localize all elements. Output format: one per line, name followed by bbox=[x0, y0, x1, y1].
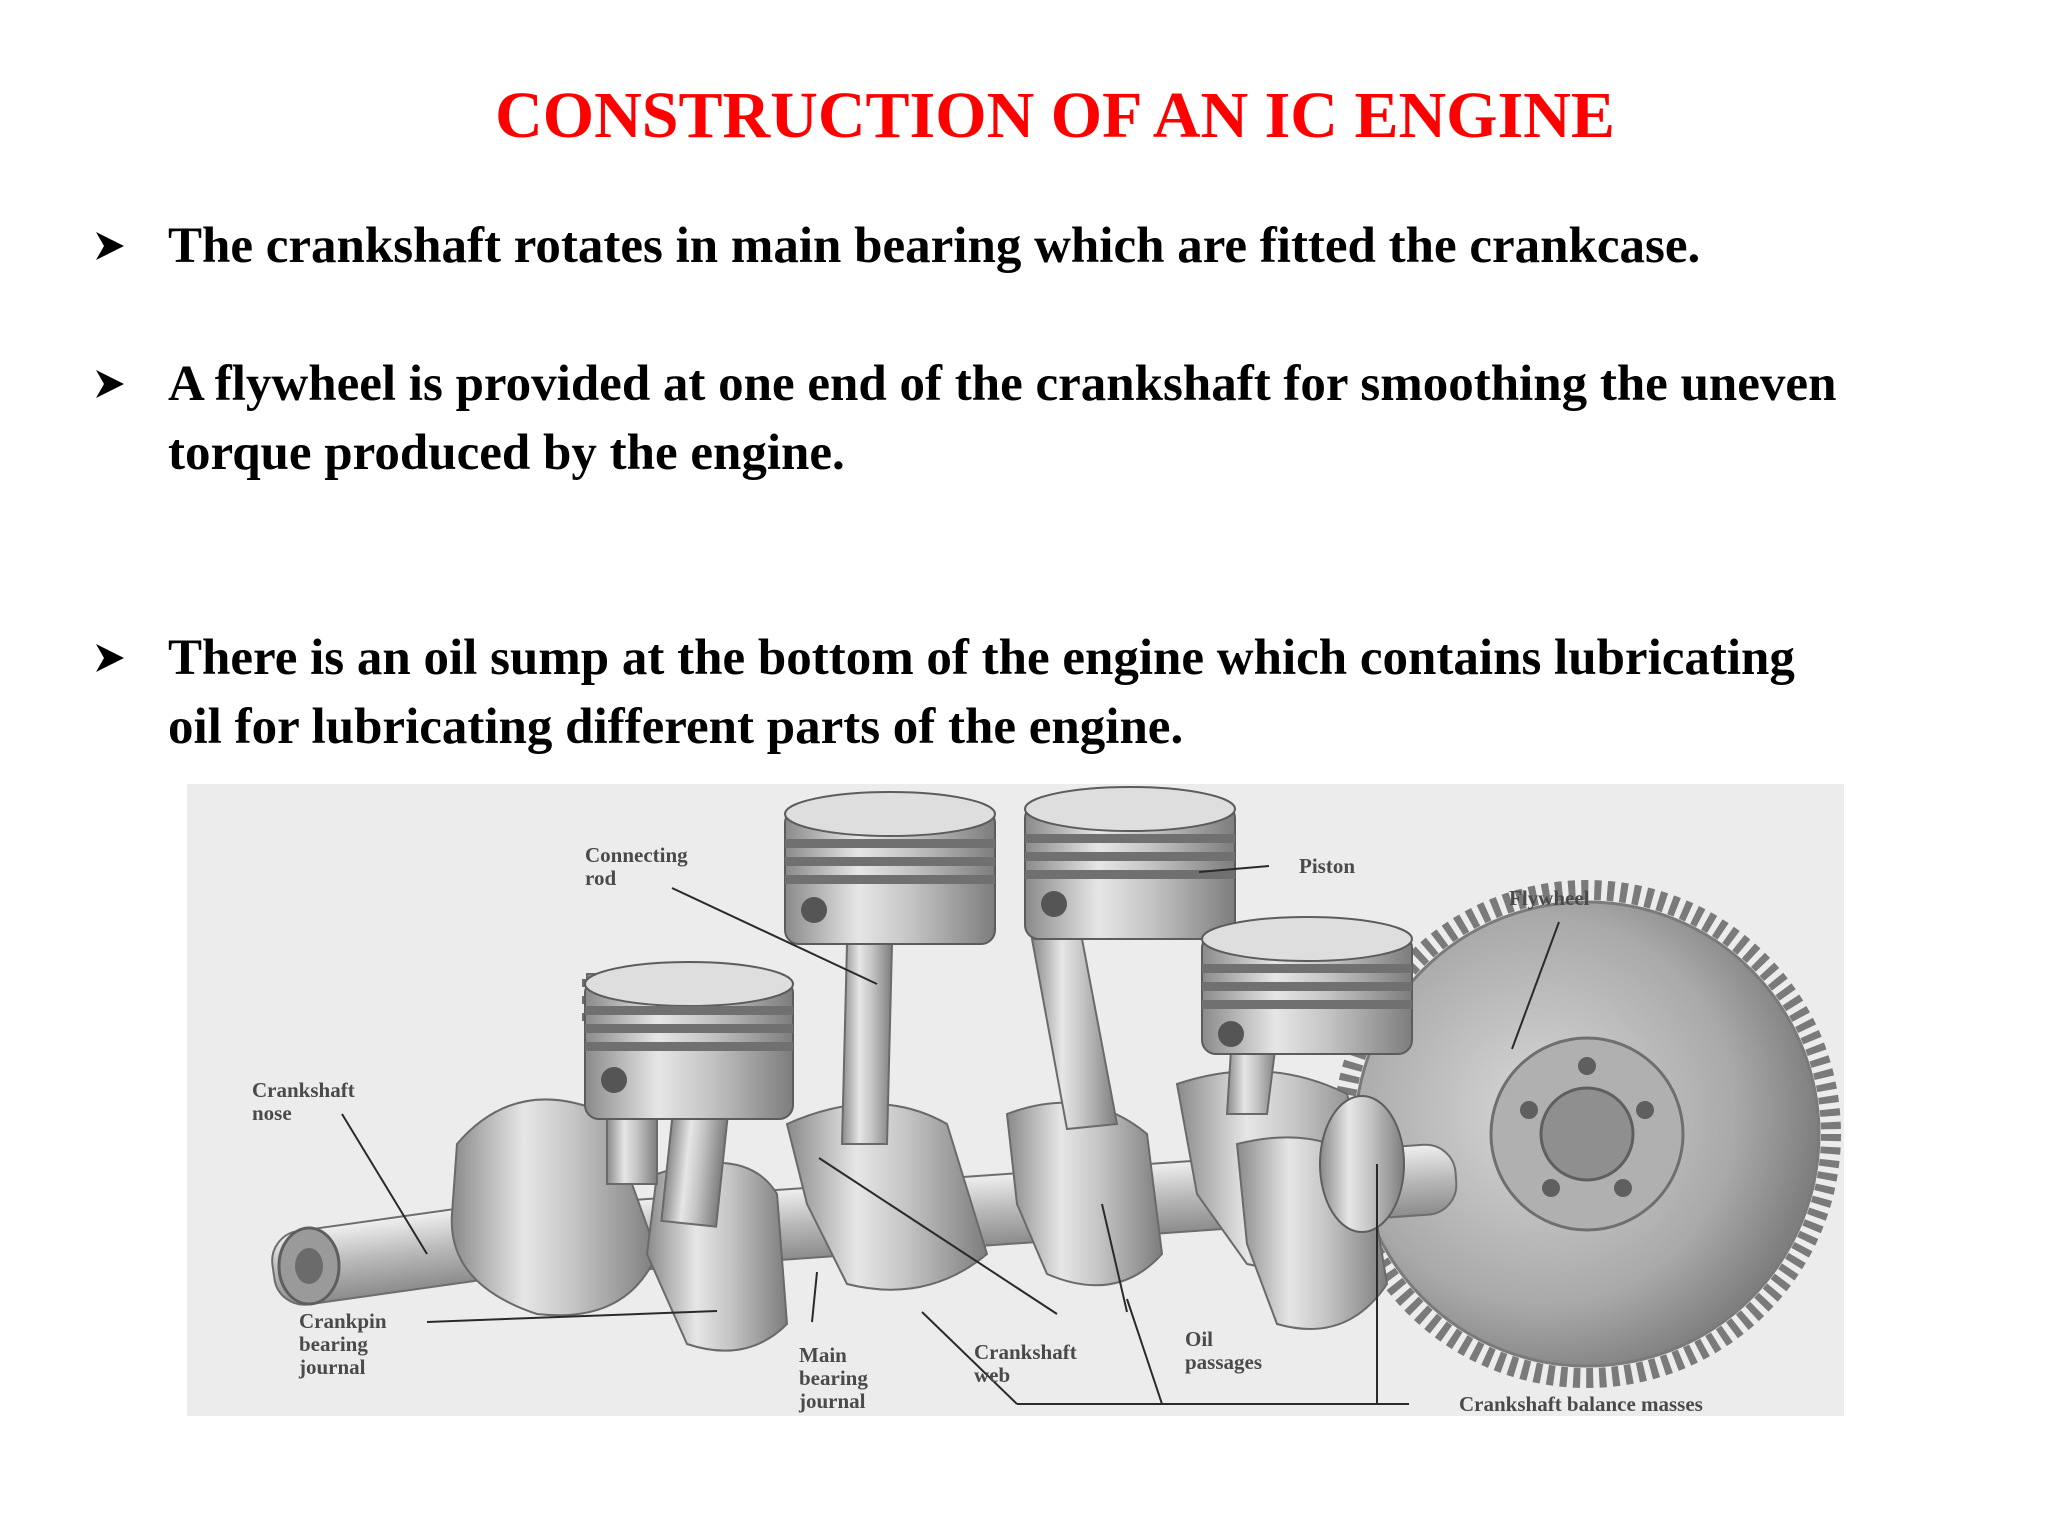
piston-left-front bbox=[584, 961, 794, 1228]
piston-center-right bbox=[1024, 786, 1236, 1131]
label-crankshaft-nose-line-2: nose bbox=[252, 1101, 292, 1125]
label-main-bearing-line-1: Main bbox=[799, 1343, 847, 1367]
bullet-text-line-1: A flywheel is provided at one end of the… bbox=[168, 356, 1837, 412]
piston-right bbox=[1201, 916, 1413, 1115]
crankshaft-assembly-diagram: Connecting rod Piston Flywheel Crankshaf… bbox=[187, 784, 1844, 1416]
label-crankshaft-nose-line-1: Crankshaft bbox=[252, 1078, 355, 1102]
bullet-text-line-2: oil for lubricating different parts of t… bbox=[168, 699, 1184, 755]
label-oil-passages-line-1: Oil bbox=[1185, 1327, 1213, 1351]
arrow-bullet-icon bbox=[96, 370, 124, 398]
label-connecting-rod-line-1: Connecting bbox=[585, 843, 688, 867]
slide-title: CONSTRUCTION OF AN IC ENGINE bbox=[495, 79, 1615, 152]
bullet-oil-sump: There is an oil sump at the bottom of th… bbox=[90, 624, 1998, 762]
bullet-text-line-1: There is an oil sump at the bottom of th… bbox=[168, 630, 1795, 686]
bullet-flywheel: A flywheel is provided at one end of the… bbox=[90, 350, 1998, 488]
flywheel-graphic bbox=[1333, 880, 1841, 1388]
label-piston: Piston bbox=[1299, 854, 1355, 878]
crankshaft-graphic bbox=[271, 1070, 1458, 1352]
piston-center-left bbox=[784, 791, 996, 1145]
label-main-bearing-line-2: bearing bbox=[799, 1366, 868, 1390]
label-crankshaft-balance-masses: Crankshaft balance masses bbox=[1459, 1392, 1703, 1416]
label-connecting-rod-line-2: rod bbox=[585, 866, 616, 890]
label-oil-passages-line-2: passages bbox=[1185, 1350, 1262, 1374]
label-main-bearing-line-3: journal bbox=[798, 1389, 866, 1413]
arrow-bullet-icon bbox=[96, 644, 124, 672]
label-crankpin-bearing-journal: Crankpin bearing journal bbox=[298, 1309, 387, 1379]
label-crankshaft-web-line-1: Crankshaft bbox=[974, 1340, 1077, 1364]
label-crankshaft-nose: Crankshaft nose bbox=[252, 1078, 355, 1125]
leader-lines bbox=[341, 865, 1560, 1405]
label-crankpin-line-1: Crankpin bbox=[299, 1309, 387, 1333]
label-oil-passages: Oil passages bbox=[1185, 1327, 1262, 1374]
label-flywheel: Flywheel bbox=[1509, 886, 1590, 910]
arrow-bullet-icon bbox=[96, 232, 124, 260]
label-crankshaft-web-line-2: web bbox=[974, 1363, 1010, 1387]
bullet-text-line-2: torque produced by the engine. bbox=[168, 425, 845, 481]
label-crankpin-line-2: bearing bbox=[299, 1332, 368, 1356]
label-main-bearing-journal: Main bearing journal bbox=[798, 1343, 868, 1413]
label-crankpin-line-3: journal bbox=[298, 1355, 366, 1379]
bullet-crankshaft-bearing: The crankshaft rotates in main bearing w… bbox=[90, 212, 1998, 281]
label-crankshaft-web: Crankshaft web bbox=[974, 1340, 1077, 1387]
label-connecting-rod: Connecting rod bbox=[585, 843, 688, 890]
bullet-text: The crankshaft rotates in main bearing w… bbox=[168, 218, 1701, 274]
